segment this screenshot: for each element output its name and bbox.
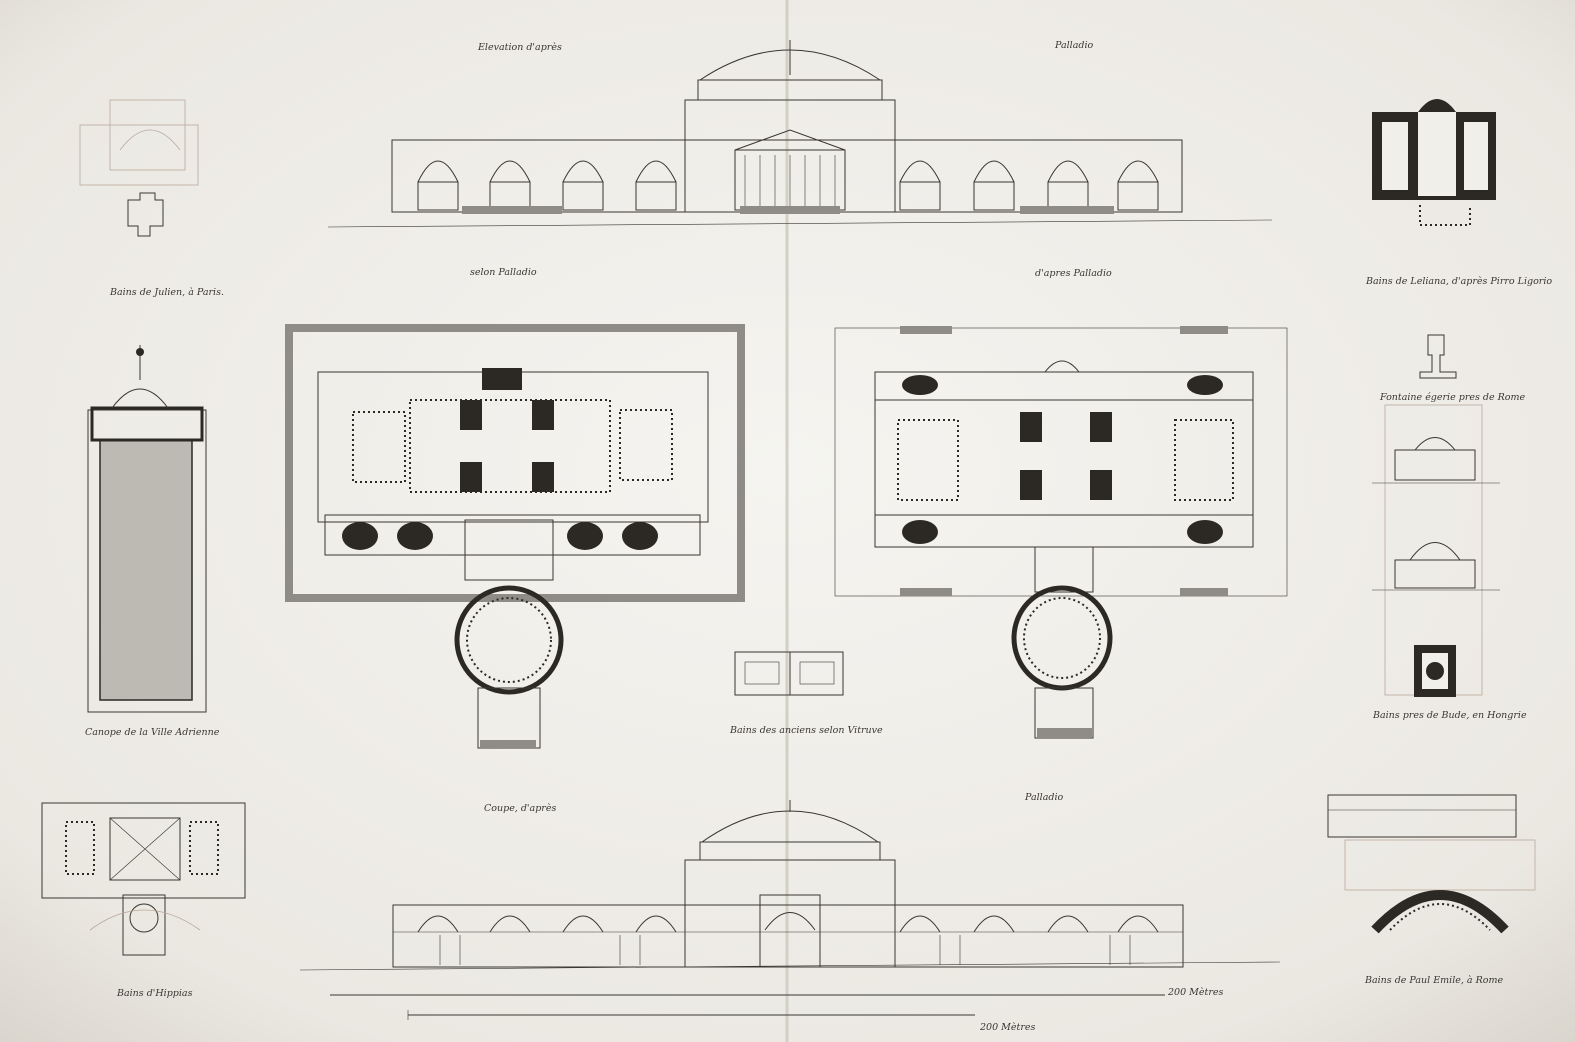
canope-drawing bbox=[87, 345, 207, 713]
right-plan-drawing bbox=[834, 326, 1288, 739]
paul-emile-drawing bbox=[1327, 794, 1536, 934]
caption-hippias: Bains d'Hippias bbox=[116, 988, 193, 999]
left-plan-drawing bbox=[285, 324, 745, 749]
hippias-drawing bbox=[41, 802, 246, 956]
caption-elevation-right: Palladio bbox=[1054, 40, 1093, 51]
vitruve-drawing bbox=[734, 651, 844, 696]
fontaine-drawing bbox=[1372, 334, 1500, 696]
caption-coupe-right: Palladio bbox=[1024, 792, 1063, 803]
scale-bars bbox=[330, 994, 1165, 1020]
section-drawing bbox=[299, 800, 1281, 971]
caption-elevation-left: Elevation d'après bbox=[477, 42, 562, 53]
bude-drawing bbox=[1414, 645, 1456, 697]
caption-bude: Bains pres de Bude, en Hongrie bbox=[1372, 710, 1527, 721]
scale-label-2: 200 Mètres bbox=[979, 1022, 1035, 1033]
caption-julien: Bains de Julien, à Paris. bbox=[109, 287, 224, 298]
caption-paul-emile: Bains de Paul Emile, à Rome bbox=[1364, 975, 1503, 986]
caption-coupe-left: Coupe, d'après bbox=[484, 803, 556, 814]
caption-canope: Canope de la Ville Adrienne bbox=[85, 727, 220, 738]
scale-label-1: 200 Mètres bbox=[1167, 987, 1223, 998]
caption-plan-right: d'apres Palladio bbox=[1035, 268, 1112, 279]
elevation-drawing bbox=[327, 40, 1273, 228]
leliana-drawing bbox=[1372, 99, 1496, 226]
caption-vitruve: Bains des anciens selon Vitruve bbox=[729, 725, 883, 736]
caption-fontaine: Fontaine égerie pres de Rome bbox=[1379, 392, 1525, 403]
julien-drawing bbox=[79, 99, 199, 237]
caption-leliana: Bains de Leliana, d'après Pirro Ligorio bbox=[1365, 276, 1552, 287]
caption-plan-left: selon Palladio bbox=[470, 267, 537, 278]
